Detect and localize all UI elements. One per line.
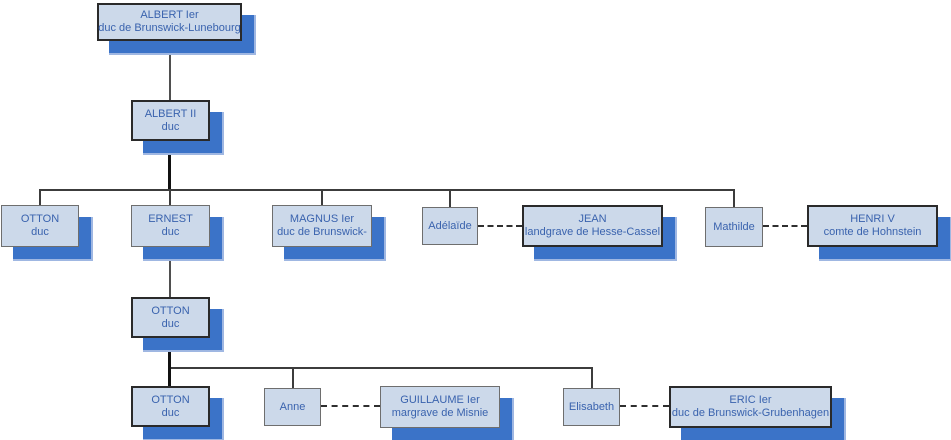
person-name: HENRI V xyxy=(850,213,895,225)
person-title: comte de Hohnstein xyxy=(823,226,922,238)
person-name: ALBERT II xyxy=(144,107,197,120)
node-otton-row4[interactable]: OTTON duc xyxy=(131,297,210,338)
person-name: Adélaïde xyxy=(428,219,472,232)
person-title: duc xyxy=(161,317,180,330)
node-eric[interactable]: ERIC Ier duc de Brunswick-Grubenhagen xyxy=(669,386,832,428)
marriage-link-elisabeth-eric xyxy=(620,405,669,407)
node-ernest[interactable]: ERNEST duc xyxy=(131,205,210,247)
connector-drop-anne xyxy=(292,369,294,388)
node-elisabeth[interactable]: Elisabeth xyxy=(563,388,620,426)
connector-drop-magnus xyxy=(321,189,323,205)
marriage-link-anne-guillaume xyxy=(321,405,380,407)
person-name: ERNEST xyxy=(148,213,193,225)
person-name: Elisabeth xyxy=(568,400,615,413)
node-mathilde[interactable]: Mathilde xyxy=(705,207,763,247)
person-title: duc de Brunswick- xyxy=(277,226,367,238)
node-albert1[interactable]: ALBERT Ier duc de Brunswick-Lunebourg xyxy=(97,3,242,41)
person-title: margrave de Misnie xyxy=(391,407,489,419)
person-name: GUILLAUME Ier xyxy=(400,394,480,406)
connector-drop-otton5 xyxy=(168,367,171,386)
node-magnus[interactable]: MAGNUS Ier duc de Brunswick- xyxy=(272,205,372,247)
person-name: OTTON xyxy=(20,213,60,225)
person-name: OTTON xyxy=(151,304,190,317)
connector-drop-ernest xyxy=(169,191,171,205)
person-title: duc de Brunswick-Grubenhagen xyxy=(671,407,830,419)
person-name: MAGNUS Ier xyxy=(289,213,355,225)
person-title: duc xyxy=(161,120,180,133)
node-anne[interactable]: Anne xyxy=(264,388,321,426)
connector-albert1-albert2 xyxy=(169,41,171,100)
node-henri[interactable]: HENRI V comte de Hohnstein xyxy=(807,205,938,247)
node-otton-row3[interactable]: OTTON duc xyxy=(1,205,79,247)
connector-otton4-down xyxy=(168,338,171,369)
person-name: Anne xyxy=(279,400,306,413)
node-jean[interactable]: JEAN landgrave de Hesse-Cassel xyxy=(522,205,663,247)
person-title: duc xyxy=(161,406,180,419)
connector-ernest-otton4 xyxy=(169,247,171,297)
connector-drop-adelaide xyxy=(449,189,451,207)
person-title: duc xyxy=(161,226,180,238)
person-name: ALBERT Ier xyxy=(140,9,199,21)
connector-drop-otton3 xyxy=(39,189,41,205)
connector-drop-elisabeth xyxy=(591,369,593,388)
person-title: duc de Brunswick-Lunebourg xyxy=(98,22,241,34)
connector-drop-mathilde xyxy=(733,189,735,207)
node-otton-row5[interactable]: OTTON duc xyxy=(131,386,210,427)
person-title: duc xyxy=(31,226,49,238)
person-name: OTTON xyxy=(151,393,190,406)
node-guillaume[interactable]: GUILLAUME Ier margrave de Misnie xyxy=(380,386,500,428)
person-title: landgrave de Hesse-Cassel xyxy=(524,226,661,238)
marriage-link-mathilde-henri xyxy=(763,225,807,227)
person-name: Mathilde xyxy=(713,220,755,233)
connector-albert2-down xyxy=(168,141,171,191)
connector-siblings-row5 xyxy=(168,367,593,369)
node-adelaide[interactable]: Adélaïde xyxy=(422,207,478,245)
node-albert2[interactable]: ALBERT II duc xyxy=(131,100,210,141)
person-name: JEAN xyxy=(578,213,607,225)
marriage-link-adelaide-jean xyxy=(478,225,522,227)
connector-siblings-row3 xyxy=(39,189,735,191)
person-name: ERIC Ier xyxy=(729,394,772,406)
